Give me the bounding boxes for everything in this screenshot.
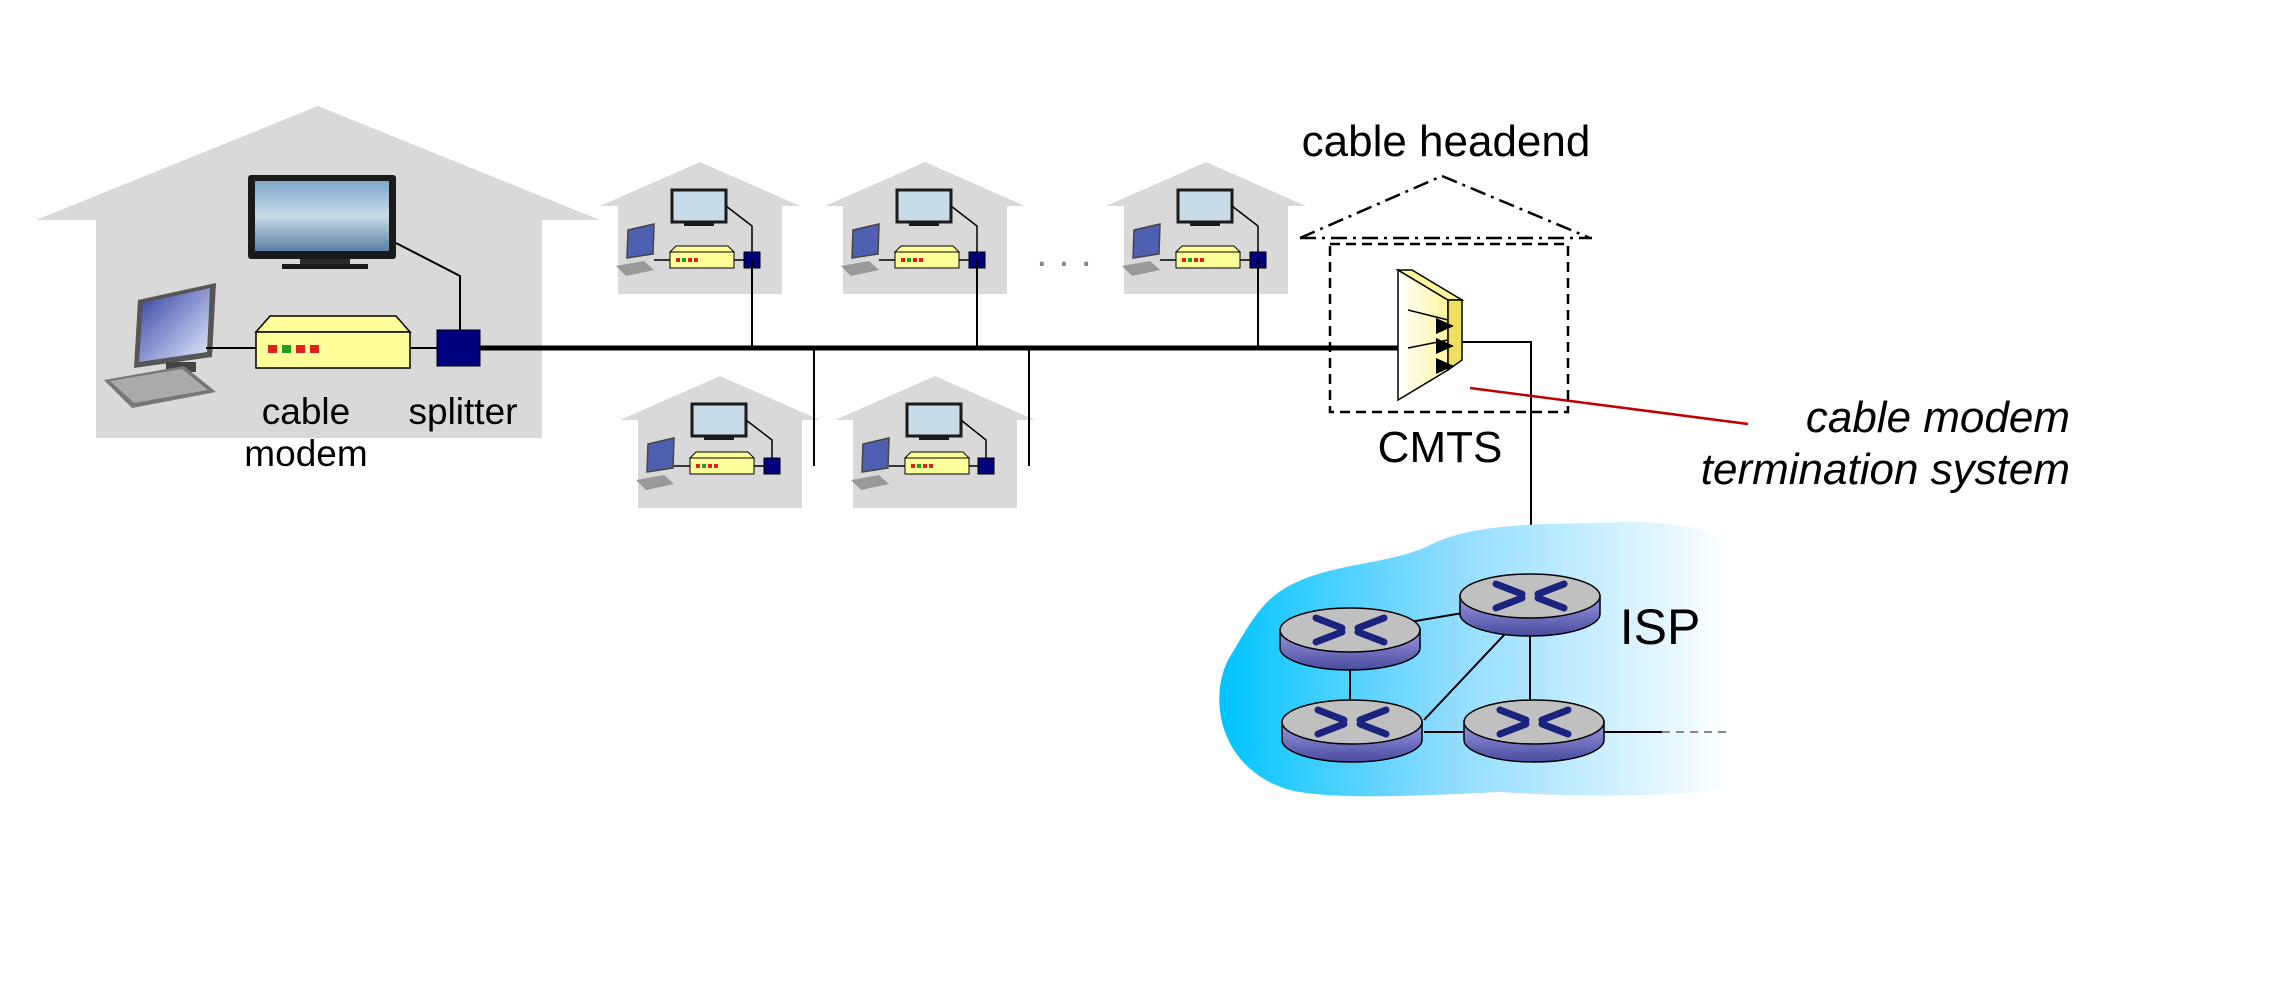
cable-modem-label: cable [262, 391, 350, 432]
tv-icon [895, 188, 953, 224]
neighbor-house [825, 162, 1025, 294]
splitter-icon [977, 457, 995, 475]
cable-modem-label-line2: modem [244, 433, 367, 474]
isp-label: ISP [1620, 599, 1701, 655]
desktop-computer-icon [104, 283, 256, 408]
cable-headend: cable headend [1299, 117, 1592, 414]
cable-modem-icon [254, 315, 412, 369]
tv-icon [690, 402, 748, 438]
neighbor-house [620, 376, 820, 508]
main-house: cable modem splitter [36, 106, 600, 474]
desktop-computer-icon [646, 437, 675, 473]
tv-icon [905, 402, 963, 438]
house-icon [620, 376, 820, 508]
isp-routers [1279, 573, 1605, 763]
router-icon [1463, 699, 1605, 763]
desktop-computer-icon [851, 223, 880, 259]
router-icon [1459, 573, 1601, 637]
cmts-full-name-label: cable modem [1806, 393, 2070, 442]
cable-headend-label: cable headend [1302, 117, 1591, 166]
splitter-icon [763, 457, 781, 475]
neighbor-house [600, 162, 800, 294]
desktop-computer-icon [1132, 223, 1161, 259]
splitter-icon [436, 329, 481, 367]
desktop-computer-icon [861, 437, 890, 473]
cmts-label: CMTS [1378, 423, 1503, 472]
neighbor-houses [600, 162, 1306, 508]
tv-icon [670, 188, 728, 224]
tv-icon [1176, 188, 1234, 224]
tv-icon [248, 175, 396, 269]
cmts-isp-link [1462, 341, 1532, 578]
drop-cables [751, 260, 1259, 466]
desktop-computer-icon [626, 223, 655, 259]
cmts-annotation-line [1469, 386, 1749, 426]
neighbor-house [835, 376, 1035, 508]
ellipsis: . . . [1036, 231, 1092, 275]
cmts-icon [1395, 268, 1465, 402]
router-icon [1279, 607, 1421, 671]
cmts-full-name-label-line2: termination system [1701, 445, 2070, 494]
house-icon [835, 376, 1035, 508]
neighbor-house [1106, 162, 1306, 294]
router-icon [1281, 699, 1423, 763]
splitter-label: splitter [409, 391, 518, 432]
